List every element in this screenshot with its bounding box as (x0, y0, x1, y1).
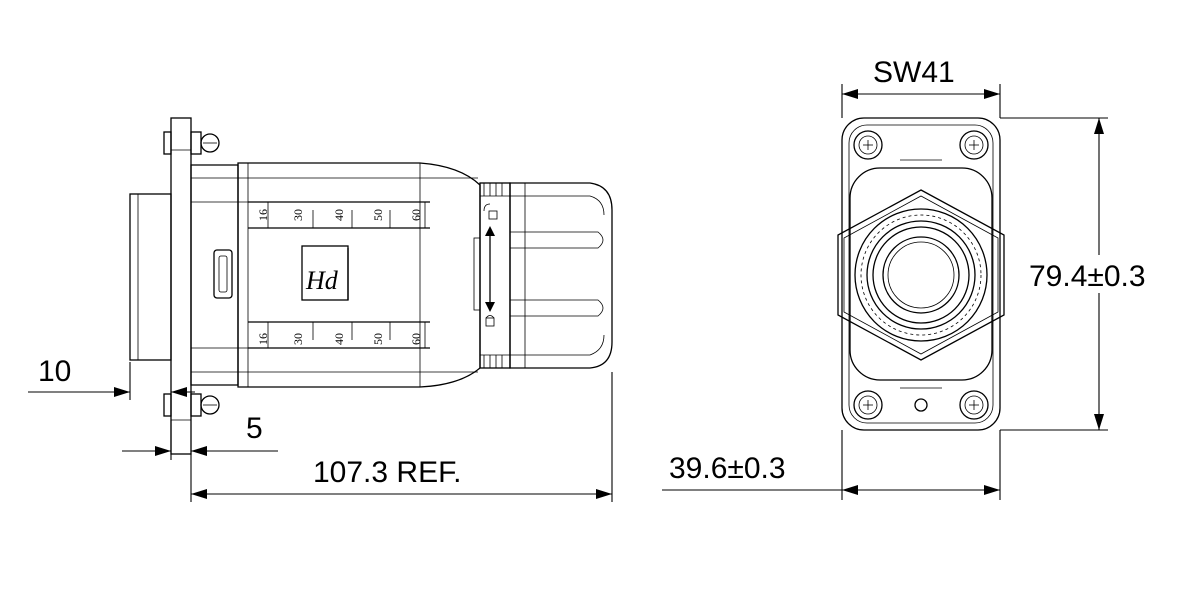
dimension-width: 39.6±0.3 (662, 430, 1001, 500)
scale-label-top: 16 (256, 209, 270, 221)
scale-label-top: 40 (332, 209, 346, 221)
dimension-height-label: 79.4±0.3 (1029, 260, 1146, 293)
knurled-ring (854, 208, 988, 342)
hex-nut (837, 189, 1005, 361)
scale-label-bottom: 30 (291, 333, 305, 345)
dimension-5-label: 5 (246, 412, 263, 445)
dimension-5: 5 (122, 412, 278, 460)
mounting-flange (170, 117, 192, 455)
scale-label-top: 60 (409, 209, 423, 221)
scale-label-top: 30 (291, 209, 305, 221)
side-view: 16 30 40 50 60 16 30 40 50 60 Hd (129, 117, 613, 455)
scale-label-bottom: 60 (409, 333, 423, 345)
flange-screw-top (163, 131, 220, 155)
front-flange (841, 117, 1001, 431)
dimension-sw41: SW41 (841, 56, 1001, 118)
logo-mark: Hd (301, 245, 349, 301)
latch (213, 249, 233, 299)
cable-gland (509, 182, 613, 369)
dimension-10-label: 10 (38, 355, 71, 388)
dimension-width-label: 39.6±0.3 (669, 452, 786, 485)
corner-screw (959, 130, 989, 160)
scale-label-bottom: 16 (256, 333, 270, 345)
coding-hole (914, 398, 928, 412)
svg-text:Hd: Hd (305, 266, 339, 295)
flange-screw-bottom (163, 393, 220, 417)
front-view: SW41 79.4±0.3 39.6±0.3 (662, 56, 1163, 500)
scale-label-bottom: 40 (332, 333, 346, 345)
scale-band-bottom: 16 30 40 50 60 (248, 321, 430, 349)
rear-insert (129, 193, 172, 361)
dimension-length: 107.3 REF. (190, 372, 613, 502)
corner-screw (853, 390, 883, 420)
scale-band-top: 16 30 40 50 60 (248, 201, 430, 229)
dimension-length-label: 107.3 REF. (313, 456, 461, 489)
corner-screw (959, 390, 989, 420)
scale-label-top: 50 (371, 209, 385, 221)
dimension-height: 79.4±0.3 (1000, 117, 1163, 431)
scale-label-bottom: 50 (371, 333, 385, 345)
dimension-sw41-label: SW41 (873, 56, 955, 89)
coupling-ring (473, 182, 511, 369)
corner-screw (853, 130, 883, 160)
dimension-10: 10 (28, 355, 195, 400)
main-body (237, 162, 481, 388)
